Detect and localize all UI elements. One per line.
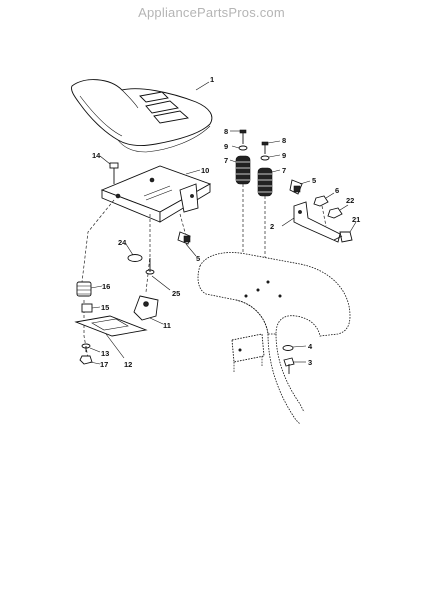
callout-label: 22	[346, 196, 354, 205]
bolt-21-part[interactable]	[333, 231, 353, 243]
callout-label: 8	[224, 127, 228, 136]
bushing-15-part[interactable]	[81, 303, 93, 313]
callout-label: 10	[201, 166, 209, 175]
nut-22-part[interactable]	[327, 207, 343, 219]
knob-5-left-part[interactable]	[177, 231, 191, 245]
bracket-11-part[interactable]	[133, 295, 159, 321]
plate-12-part[interactable]	[74, 315, 148, 337]
bolt-8-left-part[interactable]	[239, 129, 247, 144]
callout-label: 7	[224, 156, 228, 165]
callout-label: 16	[102, 282, 110, 291]
callout-label: 11	[163, 321, 171, 330]
spring-16-part[interactable]	[76, 281, 92, 297]
callout-label: 3	[308, 358, 312, 367]
callout-label: 5	[312, 176, 316, 185]
callout-label: 15	[101, 303, 109, 312]
callout-label: 5	[196, 254, 200, 263]
bolt-25-part[interactable]	[145, 258, 155, 275]
washer-24-part[interactable]	[127, 254, 143, 262]
callout-label: 9	[282, 151, 286, 160]
callout-label: 14	[92, 151, 101, 160]
callout-label: 25	[172, 289, 180, 298]
washer-4-part[interactable]	[282, 345, 294, 351]
callout-label: 7	[282, 166, 286, 175]
callout-label: 24	[118, 238, 127, 247]
callout-label: 17	[100, 360, 108, 369]
nut-6-part[interactable]	[313, 195, 329, 207]
bolt-3-part[interactable]	[283, 357, 295, 374]
callout-label: 12	[124, 360, 132, 369]
callout-label: 13	[101, 349, 109, 358]
bolt-14-part[interactable]	[109, 162, 119, 184]
knob-5-right-part[interactable]	[289, 179, 303, 195]
washer-9-left-part[interactable]	[238, 145, 248, 151]
callout-label: 2	[270, 222, 274, 231]
spring-7-right-part[interactable]	[257, 167, 273, 197]
nut-17-part[interactable]	[79, 355, 93, 365]
callout-label: 9	[224, 142, 228, 151]
fender-part[interactable]	[197, 252, 351, 425]
callout-label: 21	[352, 215, 360, 224]
seat-pan-part[interactable]	[100, 165, 212, 223]
callout-label: 1	[210, 75, 214, 84]
bolt-8-right-part[interactable]	[261, 141, 269, 154]
watermark-text: AppliancePartsPros.com	[138, 5, 285, 20]
callout-label: 4	[308, 342, 313, 351]
callout-label: 6	[335, 186, 339, 195]
spring-7-left-part[interactable]	[235, 155, 251, 185]
bracket-2-part[interactable]	[293, 201, 341, 243]
bolt-13-part[interactable]	[81, 343, 91, 352]
seat-part[interactable]	[71, 79, 213, 153]
washer-9-right-part[interactable]	[260, 155, 270, 161]
callout-label: 8	[282, 136, 286, 145]
mount-bracket-part[interactable]	[231, 333, 265, 372]
